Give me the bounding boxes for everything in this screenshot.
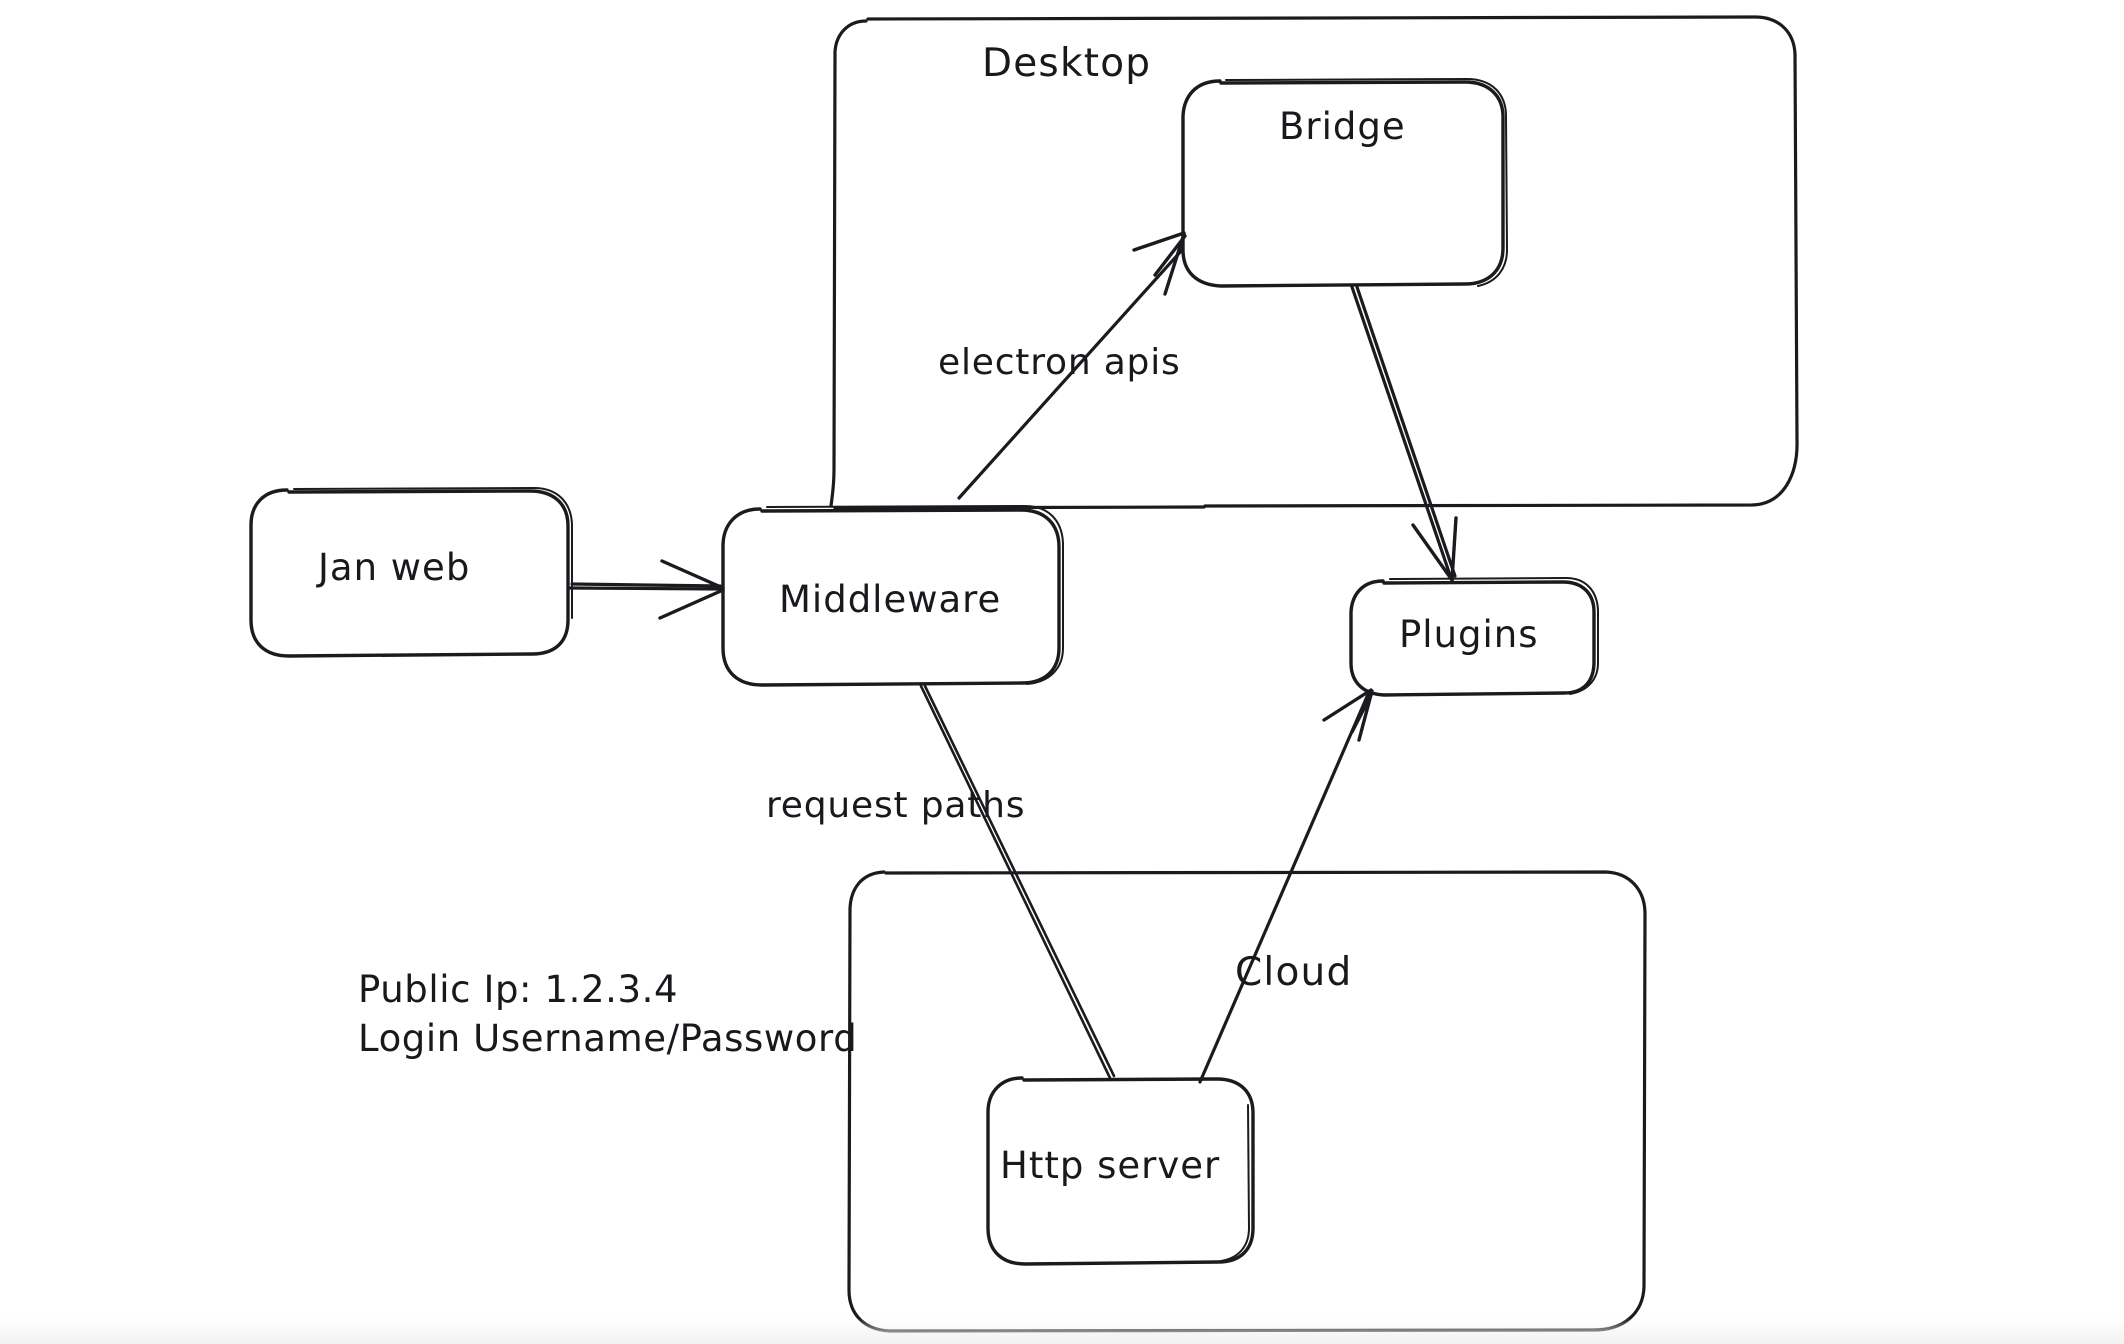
edge-middleware-to-httpserver	[919, 684, 1116, 1080]
login-credentials-note-line: Login Username/Password	[358, 1016, 858, 1060]
cloud-container-shape	[847, 870, 1647, 1333]
jan-web-box-shape	[249, 487, 573, 658]
http-server-node-label: Http server	[1000, 1144, 1221, 1187]
http-server-box-shape	[986, 1076, 1255, 1266]
plugins-box-shape	[1349, 577, 1599, 697]
network-credentials-note: Public Ip: 1.2.3.4 Login Username/Passwo…	[358, 966, 857, 1064]
edge-janweb-to-middleware	[568, 559, 725, 620]
bridge-box-shape	[1181, 78, 1508, 288]
bridge-node-label: Bridge	[1279, 105, 1406, 148]
edge-bridge-to-plugins	[1350, 285, 1458, 582]
jan-web-node-label: Jan web	[318, 546, 471, 589]
cloud-container-label: Cloud	[1235, 950, 1353, 995]
edge-label-request-paths: request paths	[766, 785, 1026, 826]
edge-httpserver-to-plugins	[1198, 688, 1374, 1084]
bottom-edge-fade	[0, 1318, 2124, 1344]
edge-middleware-to-bridge	[957, 231, 1187, 500]
plugins-node-label: Plugins	[1399, 613, 1539, 656]
middleware-node-label: Middleware	[779, 578, 1002, 621]
public-ip-note-line: Public Ip: 1.2.3.4	[358, 968, 679, 1011]
edge-label-electron-apis: electron apis	[938, 342, 1181, 383]
desktop-container-label: Desktop	[982, 41, 1152, 86]
middleware-box-shape	[721, 505, 1064, 687]
desktop-container-shape	[829, 15, 1799, 510]
